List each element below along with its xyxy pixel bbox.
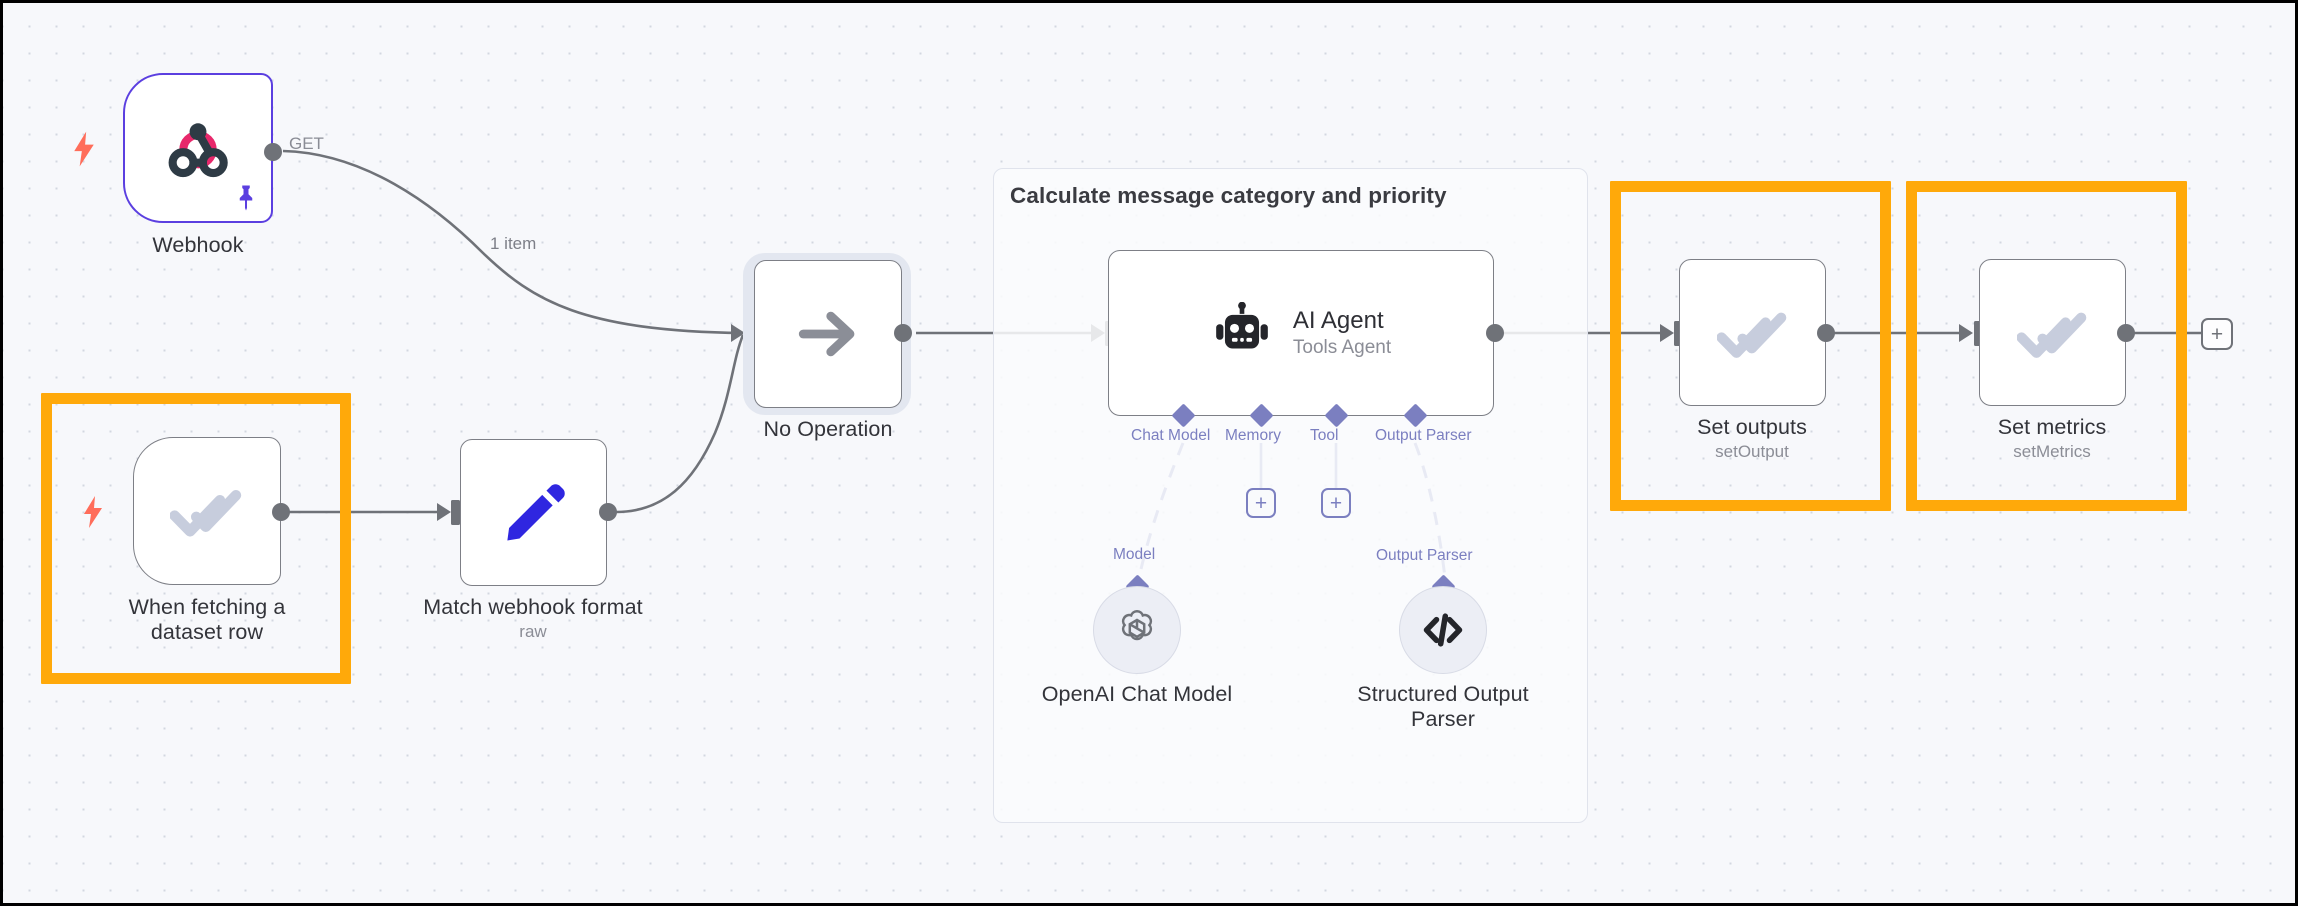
dataset-row-output-dot[interactable] [272, 503, 290, 521]
node-ai-agent-body[interactable]: AI Agent Tools Agent [1108, 250, 1494, 416]
node-no-operation-body[interactable] [754, 260, 902, 408]
arrow-right-icon [798, 311, 855, 357]
agent-port-label-output-parser: Output Parser [1375, 427, 1472, 444]
openai-chat-model-labels: OpenAI Chat Model [987, 682, 1287, 707]
add-memory-button[interactable]: + [1246, 488, 1276, 518]
add-node-button[interactable]: + [2201, 318, 2233, 350]
agent-port-label-chat-model: Chat Model [1131, 427, 1211, 444]
ai-agent-output-dot[interactable] [1486, 324, 1504, 342]
node-set-outputs-body[interactable] [1679, 259, 1826, 406]
node-when-fetching-a-dataset-row-body[interactable] [133, 437, 281, 585]
add-tool-button[interactable]: + [1321, 488, 1351, 518]
match-webhook-title: Match webhook format [423, 595, 643, 619]
no-operation-title: No Operation [763, 417, 893, 441]
openai-icon [1121, 609, 1153, 641]
double-check-icon [2016, 312, 2086, 358]
highlight-box-set-metrics [1906, 181, 2187, 511]
ai-agent-subtitle: Tools Agent [1292, 337, 1392, 358]
code-brackets-icon [1423, 613, 1463, 647]
set-outputs-labels: Set outputs setOutput [1632, 415, 1872, 463]
set-outputs-output-dot[interactable] [1817, 324, 1835, 342]
double-check-icon [170, 490, 242, 537]
set-metrics-subtitle: setMetrics [2013, 442, 2091, 461]
webhook-trigger-bolt-icon [74, 131, 94, 167]
sub-node-label-model: Model [1113, 546, 1156, 563]
pencil-icon [506, 483, 565, 540]
webhook-title: Webhook [152, 233, 244, 257]
no-operation-labels: No Operation [678, 417, 978, 442]
webhook-output-dot[interactable] [264, 143, 282, 161]
robot-icon [1216, 302, 1268, 349]
set-outputs-subtitle: setOutput [1715, 442, 1789, 461]
ai-agent-title: AI Agent [1292, 307, 1384, 334]
set-outputs-title: Set outputs [1697, 415, 1807, 439]
pin-icon [239, 185, 253, 211]
agent-port-label-memory: Memory [1225, 427, 1281, 444]
openai-chat-model-title: OpenAI Chat Model [1041, 682, 1233, 706]
structured-output-parser-labels: Structured Output Parser [1338, 682, 1548, 732]
dataset-row-trigger-bolt-icon [84, 496, 102, 528]
set-metrics-title: Set metrics [1997, 415, 2107, 439]
highlight-box-set-outputs [1610, 181, 1891, 511]
set-metrics-labels: Set metrics setMetrics [1932, 415, 2172, 463]
double-check-icon [1716, 312, 1786, 358]
node-set-metrics-body[interactable] [1979, 259, 2126, 406]
dataset-row-labels: When fetching a dataset row [96, 595, 318, 645]
edge-label-1-item: 1 item [487, 234, 540, 254]
no-operation-output-dot[interactable] [894, 324, 912, 342]
node-openai-chat-model-body[interactable] [1093, 586, 1181, 674]
group-note-title: Calculate message category and priority [1010, 183, 1447, 208]
match-webhook-subtitle: raw [519, 622, 547, 641]
dataset-row-title: When fetching a dataset row [128, 595, 286, 644]
match-webhook-labels: Match webhook format raw [373, 595, 693, 643]
node-match-webhook-format-body[interactable] [460, 439, 607, 586]
node-structured-output-parser-body[interactable] [1399, 586, 1487, 674]
webhook-labels: Webhook [68, 233, 328, 258]
set-metrics-output-dot[interactable] [2117, 324, 2135, 342]
structured-output-parser-title: Structured Output Parser [1357, 682, 1529, 731]
sub-node-label-output-parser: Output Parser [1376, 547, 1473, 564]
agent-port-label-tool: Tool [1310, 427, 1339, 444]
webhook-icon [168, 123, 228, 178]
match-webhook-output-dot[interactable] [599, 503, 617, 521]
highlight-box-dataset-row [41, 393, 351, 684]
webhook-output-label: GET [289, 134, 324, 153]
